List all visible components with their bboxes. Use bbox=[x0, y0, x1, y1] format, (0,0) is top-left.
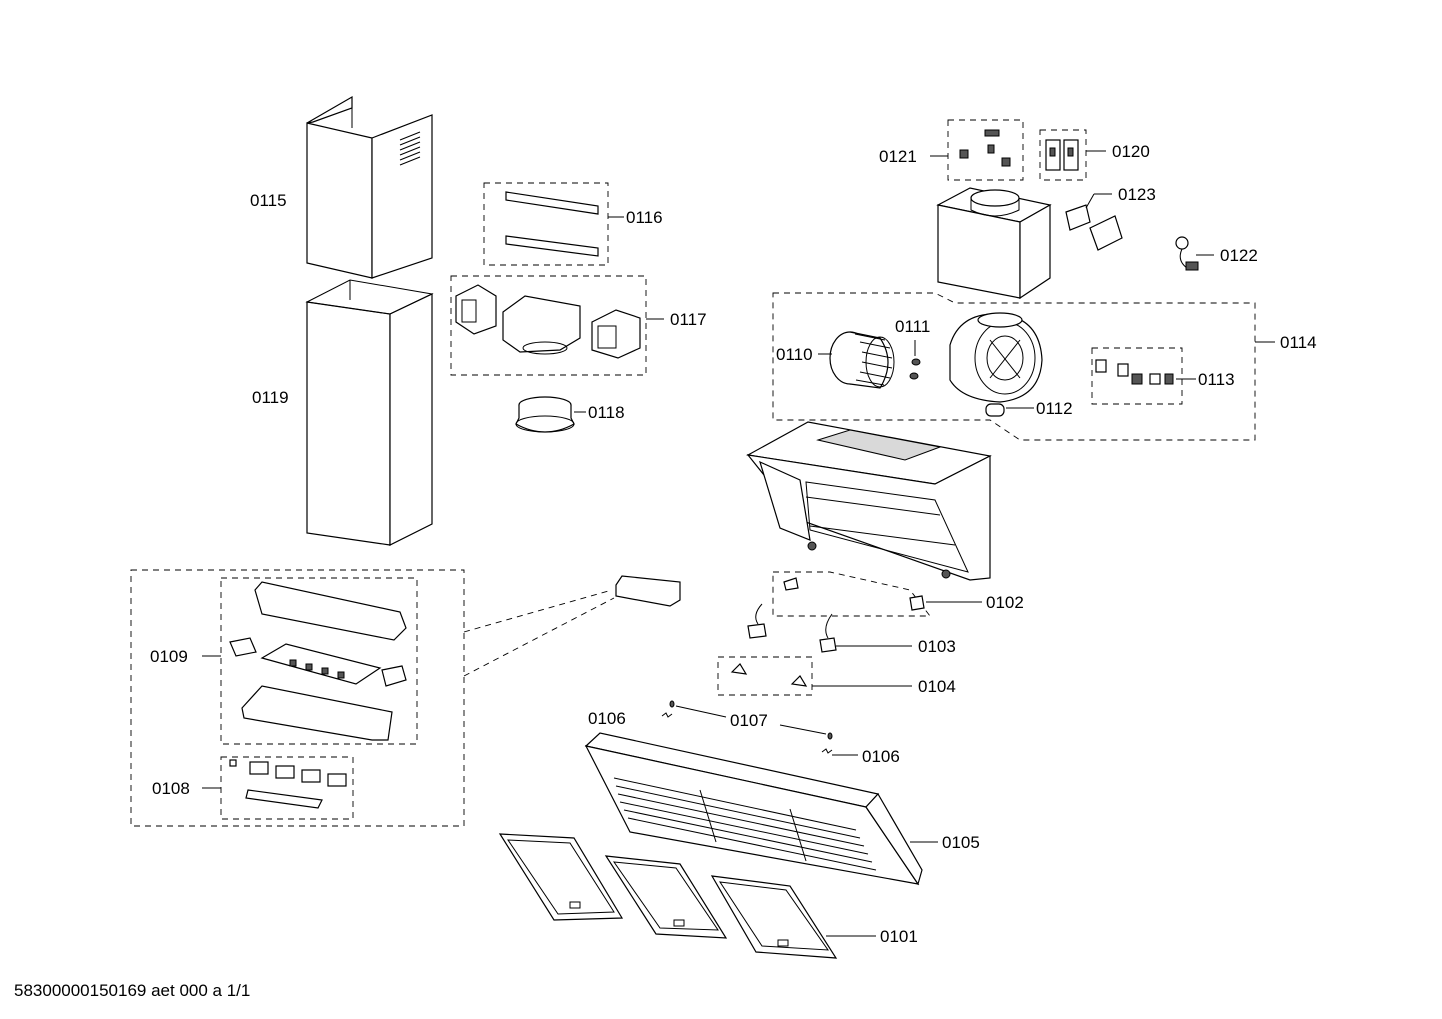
label-0113: 0113 bbox=[1198, 370, 1235, 389]
label-0121: 0121 bbox=[879, 147, 917, 166]
label-0101: 0101 bbox=[880, 927, 918, 946]
label-0105: 0105 bbox=[942, 833, 980, 852]
part-0121-clips bbox=[930, 119, 1024, 181]
label-0122: 0122 bbox=[1220, 246, 1258, 265]
label-0112: 0112 bbox=[1036, 399, 1073, 418]
label-0110: 0110 bbox=[776, 345, 813, 364]
part-0106-0107-screws bbox=[661, 700, 858, 756]
part-0105-front-panel bbox=[584, 732, 938, 886]
part-0114-group-frame bbox=[772, 292, 1256, 441]
label-0104: 0104 bbox=[918, 677, 956, 696]
part-0117-duct-adapters bbox=[450, 275, 664, 376]
document-footer-id: 58300000150169 aet 000 a 1/1 bbox=[14, 981, 251, 1000]
label-0111: 0111 bbox=[895, 317, 930, 336]
label-0108: 0108 bbox=[152, 779, 190, 798]
part-0113-switches bbox=[1091, 347, 1196, 405]
part-0110-fan-wheel bbox=[818, 331, 895, 389]
blower-motor-housing bbox=[949, 312, 1043, 403]
part-0101-grease-filters bbox=[498, 833, 876, 959]
part-0115-upper-chimney bbox=[306, 95, 433, 279]
part-0103-lamp-holders bbox=[747, 603, 912, 653]
label-0118: 0118 bbox=[588, 403, 625, 422]
label-0123: 0123 bbox=[1118, 185, 1156, 204]
electronics-group bbox=[130, 569, 681, 827]
label-0106-left: 0106 bbox=[588, 709, 626, 728]
label-0102: 0102 bbox=[986, 593, 1024, 612]
part-0112-capacitor bbox=[985, 403, 1034, 417]
part-0122-capacitor bbox=[1175, 236, 1214, 271]
part-0120-hinges bbox=[1039, 129, 1106, 181]
label-0106-right: 0106 bbox=[862, 747, 900, 766]
label-0109: 0109 bbox=[150, 647, 188, 666]
label-0115: 0115 bbox=[250, 191, 287, 210]
part-0119-lower-chimney bbox=[305, 279, 434, 546]
label-0120: 0120 bbox=[1112, 142, 1150, 161]
part-0123-switch bbox=[1065, 193, 1123, 251]
label-0114: 0114 bbox=[1280, 333, 1317, 352]
hood-body bbox=[746, 421, 992, 581]
label-0116: 0116 bbox=[626, 208, 663, 227]
part-0102-bracket-pair bbox=[772, 571, 982, 617]
label-0117: 0117 bbox=[670, 310, 707, 329]
motor-housing-box bbox=[936, 187, 1052, 300]
part-0104-lamps bbox=[717, 656, 912, 696]
part-0118-round-adapter bbox=[515, 396, 586, 433]
label-0103: 0103 bbox=[918, 637, 956, 656]
label-0107: 0107 bbox=[730, 711, 768, 730]
label-0119: 0119 bbox=[252, 388, 289, 407]
part-0111-screws bbox=[909, 340, 921, 380]
part-0116-brackets bbox=[483, 182, 624, 266]
